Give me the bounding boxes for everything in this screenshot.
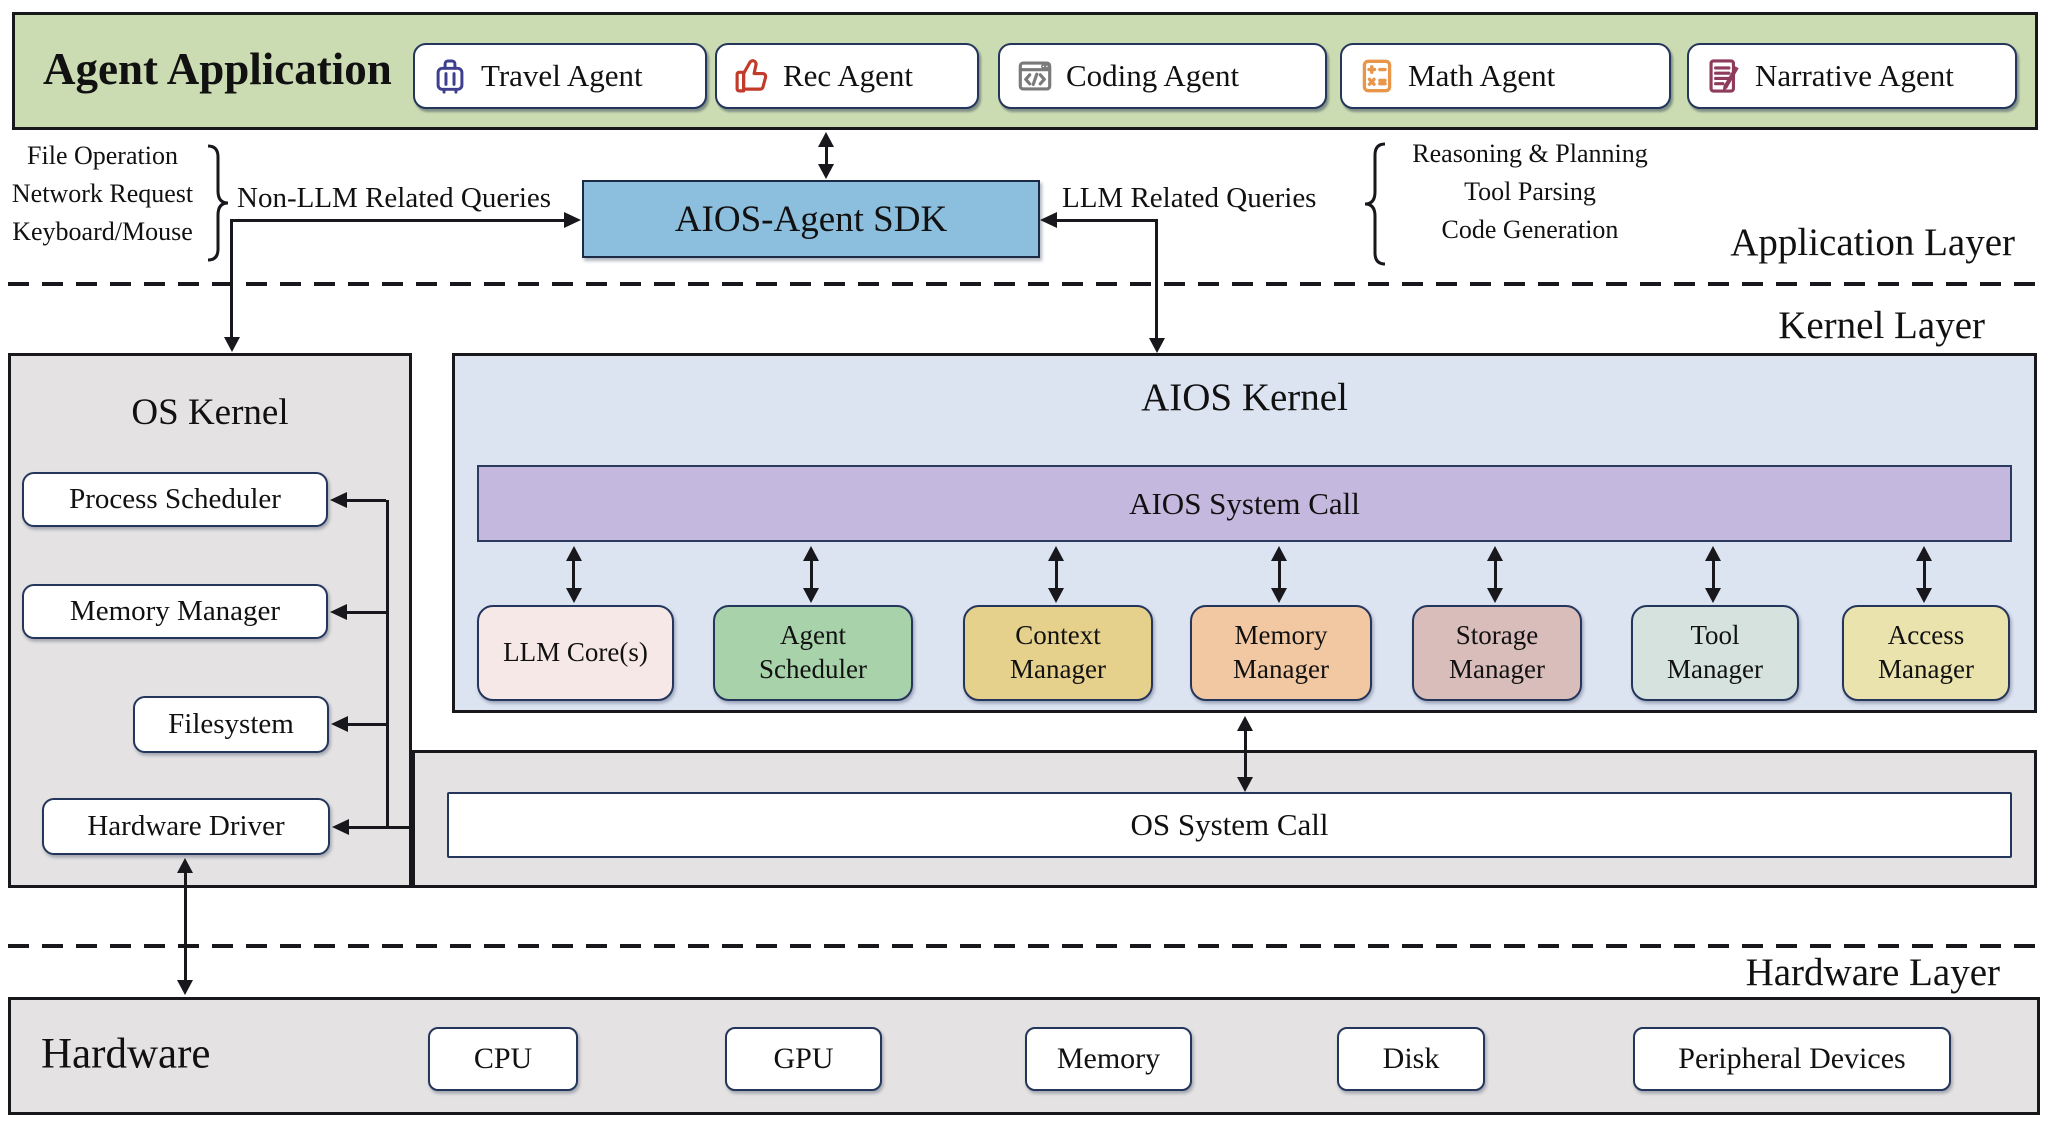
annotation-item: Code Generation	[1441, 215, 1619, 244]
hardware-layer-label: Hardware Layer	[1745, 951, 2000, 994]
memory-manager-os-box: Memory Manager	[22, 584, 328, 639]
annotation-item: Reasoning & Planning	[1412, 139, 1648, 168]
memory-manager-aios-box: Memory Manager	[1190, 605, 1372, 701]
agent-button-label: Travel Agent	[481, 58, 643, 93]
calculator-icon	[1356, 55, 1398, 97]
aios-kernel-title: AIOS Kernel	[1141, 376, 1348, 419]
os-system-call-box: OS System Call	[447, 792, 2012, 858]
manager-label: Storage Manager	[1449, 620, 1545, 684]
agent-button-rec: Rec Agent	[715, 43, 979, 109]
agent-button-label: Coding Agent	[1066, 58, 1240, 93]
disk-box: Disk	[1337, 1027, 1485, 1091]
peripheral-devices-box: Peripheral Devices	[1633, 1027, 1951, 1091]
agent-button-narrative: Narrative Agent	[1687, 43, 2017, 109]
storage-manager-box: Storage Manager	[1412, 605, 1582, 701]
access-manager-box: Access Manager	[1842, 605, 2010, 701]
llm-query-types: Reasoning & Planning Tool Parsing Code G…	[1385, 135, 1675, 249]
cpu-box: CPU	[428, 1027, 578, 1091]
agent-application-title: Agent Application	[43, 43, 392, 94]
document-pencil-icon	[1703, 55, 1745, 97]
manager-label: LLM Core(s)	[503, 637, 648, 668]
agent-button-coding: Coding Agent	[998, 43, 1327, 109]
context-manager-box: Context Manager	[963, 605, 1153, 701]
annotation-item: File Operation	[27, 141, 178, 170]
agent-button-travel: Travel Agent	[413, 43, 707, 109]
module-label: Hardware Driver	[87, 810, 285, 842]
tool-manager-box: Tool Manager	[1631, 605, 1799, 701]
hardware-title: Hardware	[41, 1030, 211, 1078]
luggage-icon	[429, 55, 471, 97]
annotation-item: Tool Parsing	[1464, 177, 1596, 206]
agent-application-bar: Agent Application Travel Agent	[12, 12, 2038, 130]
device-label: GPU	[773, 1042, 834, 1075]
memory-box: Memory	[1025, 1027, 1192, 1091]
kernel-layer-label: Kernel Layer	[1778, 304, 1985, 347]
aios-system-call-bar: AIOS System Call	[477, 465, 2012, 542]
manager-label: Tool Manager	[1667, 620, 1763, 684]
module-label: Memory Manager	[69, 595, 281, 627]
filesystem-box: Filesystem	[133, 696, 329, 753]
process-scheduler-box: Process Scheduler	[22, 472, 328, 527]
os-system-call-label: OS System Call	[1130, 807, 1329, 842]
right-facing-brace	[207, 144, 229, 262]
module-label: Process Scheduler	[69, 483, 281, 515]
aios-system-call-label: AIOS System Call	[1129, 485, 1360, 521]
agent-button-label: Narrative Agent	[1755, 58, 1954, 93]
device-label: Memory	[1056, 1042, 1161, 1075]
manager-label: Access Manager	[1878, 620, 1974, 684]
thumbs-up-icon	[731, 55, 773, 97]
agent-button-label: Math Agent	[1408, 58, 1556, 93]
llm-cores-box: LLM Core(s)	[477, 605, 674, 701]
annotation-item: Keyboard/Mouse	[12, 217, 193, 246]
llm-queries-label: LLM Related Queries	[1062, 182, 1317, 214]
agent-button-math: Math Agent	[1340, 43, 1671, 109]
sdk-label: AIOS-Agent SDK	[674, 198, 948, 240]
gpu-box: GPU	[725, 1027, 882, 1091]
application-kernel-divider	[8, 282, 2042, 286]
annotation-item: Network Request	[11, 179, 194, 208]
hardware-driver-box: Hardware Driver	[42, 798, 330, 855]
manager-label: Agent Scheduler	[759, 620, 867, 684]
non-llm-queries-label: Non-LLM Related Queries	[237, 182, 552, 214]
device-label: Disk	[1382, 1042, 1440, 1075]
agent-button-label: Rec Agent	[783, 58, 913, 93]
os-kernel-title: OS Kernel	[131, 392, 289, 433]
manager-label: Context Manager	[1010, 620, 1106, 684]
agent-scheduler-box: Agent Scheduler	[713, 605, 913, 701]
application-layer-label: Application Layer	[1730, 221, 2015, 264]
code-window-icon	[1014, 55, 1056, 97]
left-facing-brace	[1364, 142, 1386, 266]
device-label: CPU	[473, 1042, 533, 1075]
manager-label: Memory Manager	[1233, 620, 1329, 684]
kernel-hardware-divider	[8, 944, 2042, 948]
non-llm-query-types: File Operation Network Request Keyboard/…	[0, 137, 205, 251]
aios-agent-sdk-box: AIOS-Agent SDK	[582, 180, 1040, 258]
device-label: Peripheral Devices	[1678, 1042, 1906, 1075]
module-label: Filesystem	[168, 708, 294, 740]
